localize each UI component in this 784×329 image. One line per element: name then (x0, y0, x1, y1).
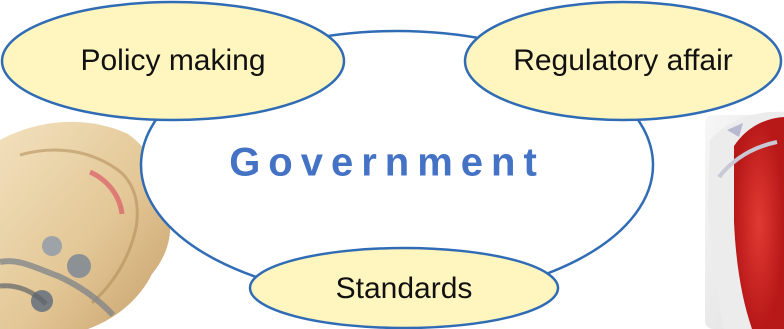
government-label: Government (229, 140, 545, 185)
policy-making-label: Policy making (80, 44, 266, 77)
device-image (705, 111, 784, 329)
dental-model-image (0, 121, 171, 329)
policy-making-node (0, 0, 346, 122)
regulatory-affair-node (463, 0, 783, 122)
standards-label: Standards (335, 272, 473, 305)
regulatory-affair-label: Regulatory affair (513, 44, 733, 77)
standards-node (248, 246, 560, 329)
